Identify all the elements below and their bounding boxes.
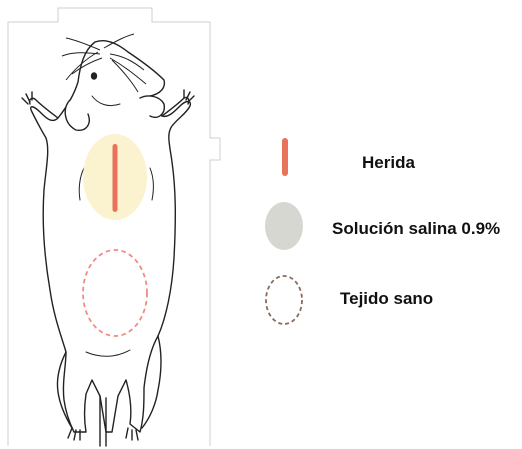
legend-label-wound: Herida (362, 153, 415, 173)
legend-label-healthy: Tejido sano (340, 289, 433, 309)
wound-incision (113, 144, 118, 212)
mouse-outline (22, 41, 194, 446)
dashed-circle-icon (266, 276, 302, 324)
mouse-eye (91, 72, 97, 80)
saline-disc-icon (265, 202, 303, 250)
wound-stroke-icon (282, 138, 288, 176)
legend-label-saline: Solución salina 0.9% (332, 219, 500, 239)
